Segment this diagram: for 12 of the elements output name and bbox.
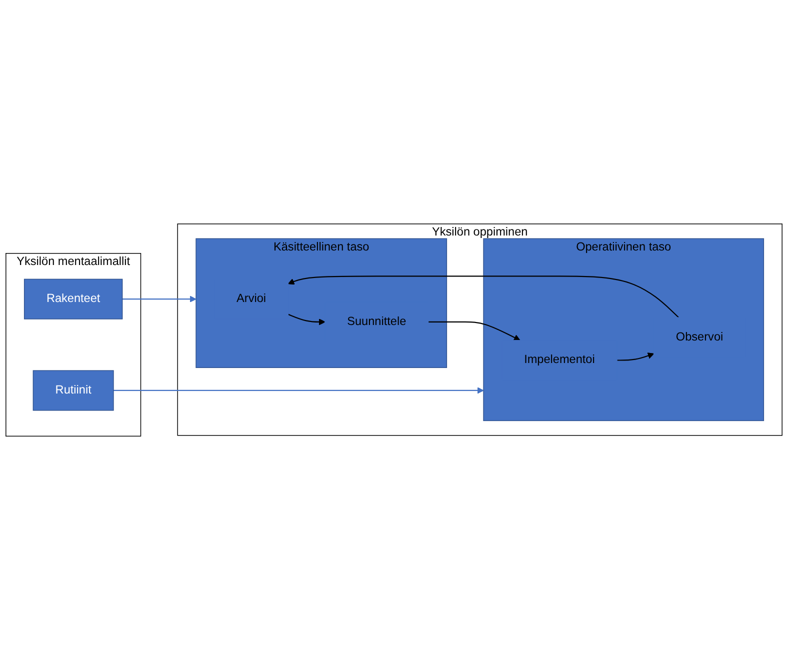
node-text: Observoi: [676, 331, 724, 344]
arrow: [288, 276, 680, 318]
arrow: [113, 388, 484, 394]
arrow: [428, 322, 520, 342]
node-box: Rutiinit: [32, 370, 114, 412]
arrow: [616, 353, 654, 362]
node-box: Rakenteet: [24, 279, 123, 320]
node-text: Suunnittele: [347, 316, 406, 328]
arrow: [122, 296, 196, 303]
node-text: Arvioi: [236, 292, 266, 306]
arrow: [288, 314, 326, 326]
node-text: Impelementoi: [524, 354, 595, 367]
